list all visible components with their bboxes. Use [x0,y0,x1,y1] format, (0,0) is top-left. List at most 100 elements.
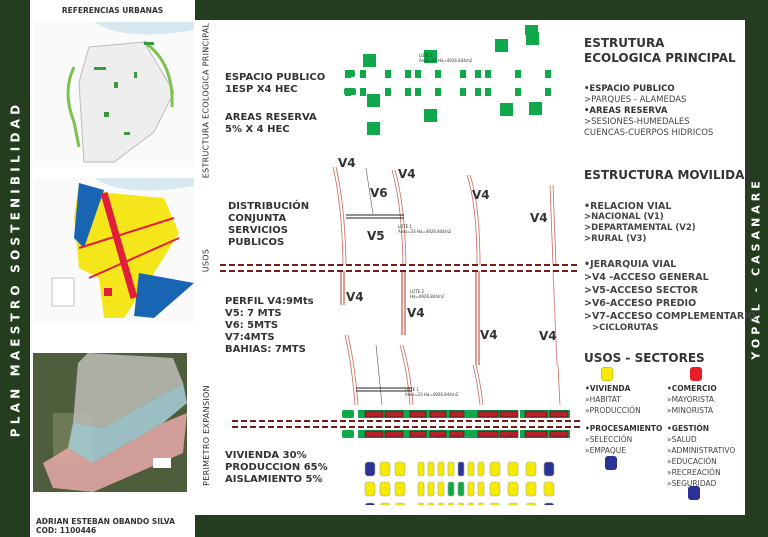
lot-block [489,481,501,497]
lot-block [525,502,537,505]
lote-name: LOTE 1 [398,224,413,229]
v6-road-line [365,167,374,215]
public-space-block [385,70,391,78]
road-line [472,364,481,406]
comercio-sub: »MAYORISTA [667,395,714,404]
comercio-swatch [690,367,702,381]
reserva-item: •AREAS RESERVA [584,106,668,116]
lot-block [379,461,391,477]
public-space-block [485,88,491,96]
relacion-item: •RELACION VIAL [584,201,672,212]
public-space-block [344,88,356,95]
author-name: ADRIAN ESTEBAN OBANDO SILVA [36,517,175,526]
road-label-v4: V4 [530,211,548,225]
commerce-block [429,410,447,418]
lot-block [477,461,485,477]
lot-block [467,461,475,477]
public-space-block [345,70,355,77]
eco-title: ESTRUTURA ECOLOGICA PRINCIPAL [584,36,736,65]
lot-block [427,481,435,497]
lot-block [525,461,537,477]
v5-road-line [346,214,404,219]
section-label-text: USOS [201,248,211,272]
public-space-block [405,88,411,96]
perfil-label: PERFIL V4:9Mts V5: 7 MTS V6: 5MTS V7:4MT… [225,296,314,355]
gestion-label: •GESTIÓN [667,424,710,433]
public-space-block [545,70,551,78]
lot-block [477,502,485,505]
lot-block [467,481,475,497]
v6-road-line [375,344,383,406]
commerce-block [549,430,569,438]
road-line [399,344,411,406]
road-label-v4: V4 [480,328,498,342]
section-label-text: ESTRUCTURA ECOLOGICA PRINCIPAL [201,22,211,178]
ecological-map [34,22,194,167]
public-space-block [435,70,441,78]
reserve-area-square [525,25,538,35]
road-line [391,169,404,266]
lot-block [437,481,445,497]
reserve-area-square [526,32,539,45]
public-space-block [460,70,466,78]
commerce-block [384,410,404,418]
procesamiento-label: •PROCESAMIENTO [585,424,663,433]
gestion-sub: »SEGURIDAD [667,479,717,488]
lot-block [417,502,425,505]
commerce-block [499,430,519,438]
lot-block [543,461,555,477]
lote-name: LOTE 1 [405,387,420,392]
gestion-sub: »SALUD [667,435,697,444]
section-label-ecologica: ESTRUCTURA ECOLOGICA PRINCIPAL [196,20,216,180]
lot-block [364,481,376,497]
lot-block [525,481,537,497]
commerce-block [477,410,499,418]
road-label-v4: V4 [398,167,416,181]
road-line [347,334,359,406]
commerce-block [524,410,548,418]
reserva-sub: >SESIONES-HUMEDALES [584,117,690,127]
lot-block [394,481,406,497]
lot-block [417,481,425,497]
road-label-v6: V6 [370,186,388,200]
public-space-block [405,70,411,78]
lote-name: LOTE 1 [419,53,434,58]
comercio-label: •COMERCIO [667,384,717,393]
commerce-block [409,430,427,438]
lot-block [457,461,465,477]
lot-block [507,481,519,497]
procesamiento-group: •PROCESAMIENTO»SELECCIÓN»EMPAQUE [585,423,662,456]
reserve-area-square [424,109,437,122]
reserve-area-square [529,102,542,115]
lot-block [477,481,485,497]
rural-item: >RURAL (V3) [584,234,647,244]
lot-block [447,461,455,477]
public-space-block [415,70,421,78]
road-line [475,364,484,406]
section-label-expansion: PERIMETRO EXPANSION [196,360,216,510]
gestion-sub: »EDUCACIÓN [667,457,717,466]
public-space-block [475,88,481,96]
expansion-percent-label: VIVIENDA 30% PRODUCCION 65% AISLAMIENTO … [225,450,328,485]
distribucion-label: DISTRIBUCIÓN CONJUNTA SERVICIOS PUBLICOS [228,201,310,248]
v6-item: >V6-ACCESO PREDIO [584,298,697,309]
procesamiento-sub: »SELECCIÓN [585,435,633,444]
espacio-item: •ESPACIO PUBLICO [584,84,675,94]
section-label-usos: USOS [196,220,216,300]
site-diagram [332,25,570,505]
lot-block [543,502,555,505]
lot-block [457,481,465,497]
public-space-block [460,88,466,96]
gestion-sub: »ADMINISTRATIVO [667,446,736,455]
reserve-area-square [500,103,513,116]
relacion-list: •RELACION VIAL >NACIONAL (V1) >DEPARTAME… [584,201,696,245]
reserve-area-square [495,39,508,52]
gestion-sub: »RECREACIÓN [667,468,721,477]
green-buffer [342,410,354,418]
section-label-text: PERIMETRO EXPANSION [201,384,211,486]
espacio-publico-label: ESPACIO PUBLICO 1ESP X4 HEC [225,72,326,95]
road-label-v5: V5 [367,229,385,243]
v4-road-line [552,269,558,366]
ciclorutas-item: >CICLORUTAS [592,323,659,333]
